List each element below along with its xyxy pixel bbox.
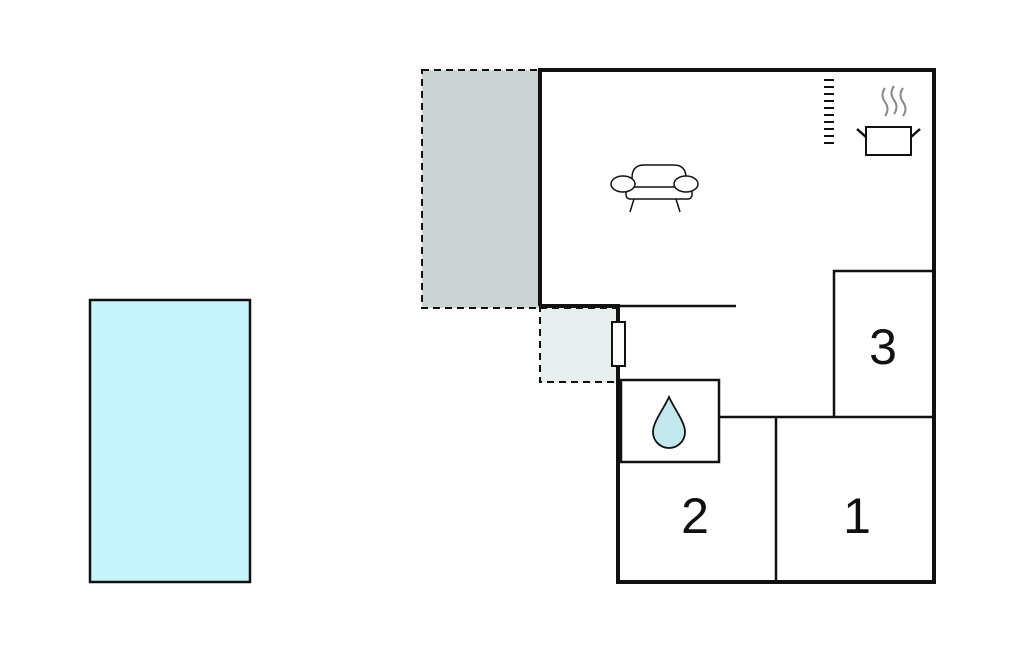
sofa-icon	[610, 164, 699, 213]
room-label-2: 2	[681, 488, 709, 544]
cooking-pot-icon	[856, 85, 921, 156]
stairs-icon	[824, 79, 834, 144]
bedroom-3-wall	[832, 269, 932, 417]
water-drop-icon	[652, 394, 686, 449]
room-label-1: 1	[843, 488, 871, 544]
terrace-small	[539, 307, 619, 383]
door-icon	[611, 321, 626, 367]
bathroom	[619, 378, 721, 464]
terrace-main	[421, 69, 541, 309]
room-label-3: 3	[869, 319, 897, 375]
swimming-pool	[88, 298, 252, 584]
